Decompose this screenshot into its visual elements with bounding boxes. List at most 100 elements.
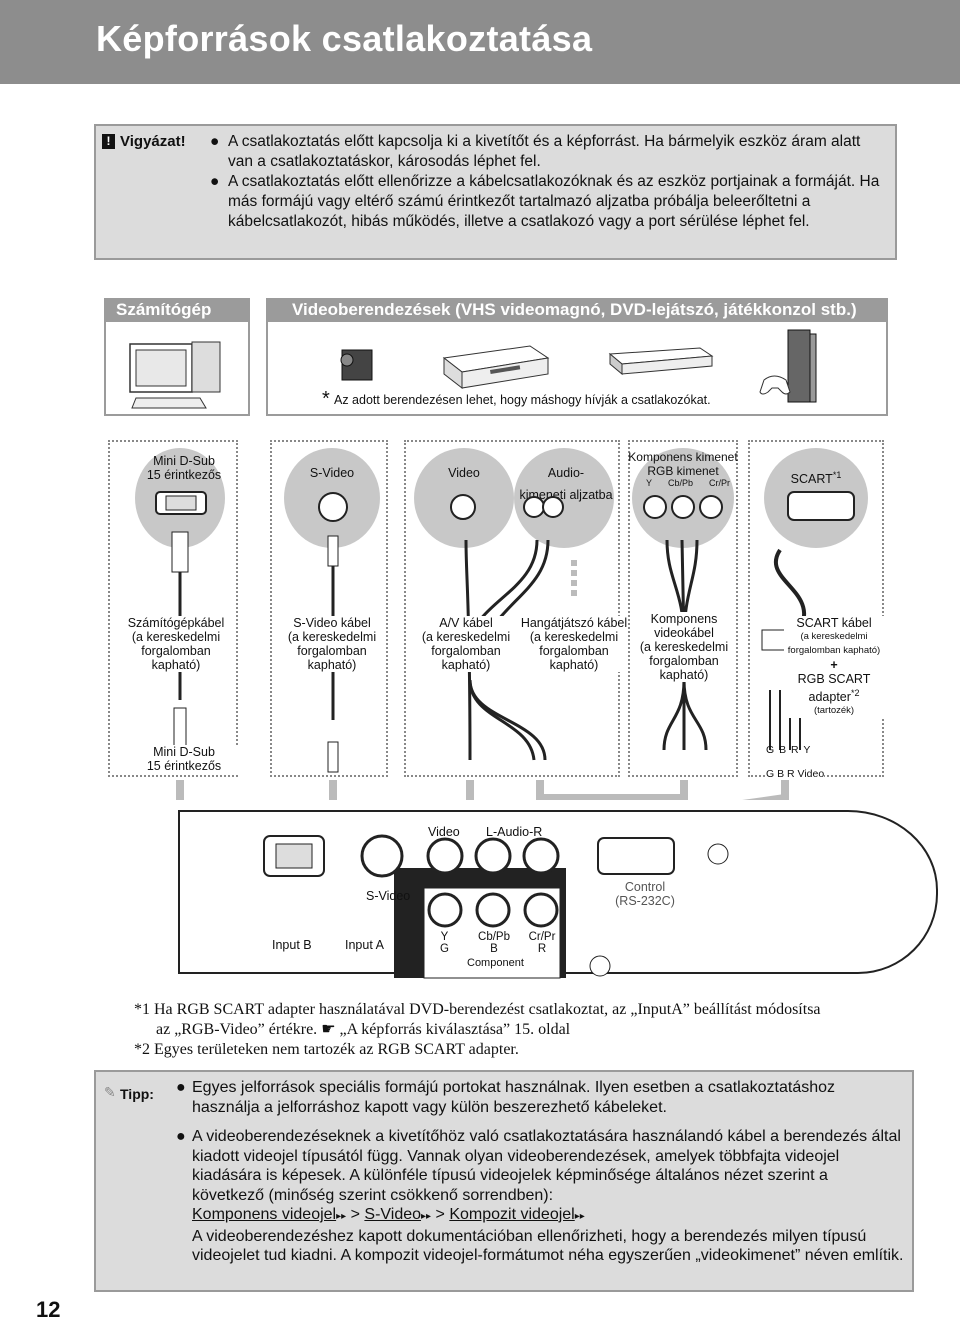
cable-label-line: (a kereskedelmi [287, 630, 377, 644]
port-label-y: Y [646, 478, 653, 488]
page-number: 12 [36, 1297, 61, 1322]
device-illustrations [129, 329, 817, 409]
bullet-icon: ● [176, 1079, 186, 1096]
footnote-1-line-1: *1 Ha RGB SCART adapter használatával DV… [134, 1001, 821, 1018]
port-label-line: RGB kimenet [647, 464, 719, 478]
bullet-icon: ● [210, 133, 220, 150]
cable-label-line: Mini D-Sub [153, 745, 215, 759]
cable-label-audio: Hangátjátszó kábel (a kereskedelmi forga… [520, 616, 628, 672]
cable-label-line: (a kereskedelmi [131, 630, 221, 644]
arrow-icon: ▸▸ [574, 1211, 585, 1222]
asterisk-icon: * [322, 388, 330, 410]
tip-item-2-text-b: A videoberendezéshez kapott dokumentáció… [192, 1227, 904, 1265]
cable-label-line: kapható) [441, 658, 491, 672]
port-label-line: Audio- [547, 466, 585, 480]
cable-label-line: forgalomban kapható) [787, 645, 881, 656]
cable-label-line: forgalomban [141, 644, 211, 658]
panel-label-line: Y [440, 931, 449, 943]
cable-label-line: videokábel [654, 626, 714, 640]
warning-box: ! Vigyázat! ● A csatlakoztatás előtt kap… [94, 124, 897, 260]
port-label-line: 15 érintkezős [146, 468, 222, 482]
cable-label-line: (tartozék) [813, 705, 855, 717]
category-computer: Számítógép [104, 298, 250, 322]
port-label-line: kimeneti aljzatba [519, 488, 613, 502]
vcr-illustration [442, 345, 550, 390]
av-connection-box [404, 440, 620, 777]
panel-label-line: Cb/Pb [478, 931, 510, 943]
cable-label-line: A/V kábel [439, 616, 493, 630]
cable-label-line: kapható) [659, 668, 709, 682]
panel-label-comp-y: Y G [440, 931, 449, 955]
cable-label-line: RGB SCART [797, 672, 871, 686]
tip-item-1: Egyes jelforrások speciális formájú port… [192, 1079, 836, 1116]
cable-label-line: S-Video kábel [293, 616, 371, 630]
cable-label-line: Hangátjátszó kábel [520, 616, 628, 630]
lightbulb-icon: ✎ [104, 1084, 116, 1100]
tip-item-2-text: A videoberendezéseknek a kivetítőhöz val… [192, 1128, 901, 1204]
port-label-component: Komponens kimenet RGB kimenet [626, 450, 740, 478]
warning-label: Vigyázat! [120, 133, 186, 150]
cable-label-line: forgalomban [297, 644, 367, 658]
connector-name-note: Az adott berendezésen lehet, hogy máshog… [334, 393, 711, 407]
panel-label-line: R [537, 943, 547, 955]
cable-label-line: (a kereskedelmi [529, 630, 619, 644]
cable-label-line: kapható) [549, 658, 599, 672]
camcorder-illustration [340, 349, 373, 381]
pointing-hand-icon: ☛ [321, 1021, 336, 1038]
computer-illustration [129, 341, 221, 409]
component-sub-labels: Y Cb/Pb Cr/Pr [646, 478, 730, 488]
footnote-ref: *1 [832, 470, 842, 480]
footnote-1-ref: „A képforrás kiválasztása” 15. oldal [339, 1021, 571, 1038]
tip-label: Tipp: [120, 1086, 154, 1102]
arrow-icon: ▸▸ [336, 1211, 347, 1222]
component-connection-box [628, 440, 738, 777]
scart-plug-labels-bottom: G B R Video [766, 768, 825, 780]
tip-item-2: A videoberendezéseknek a kivetítőhöz val… [192, 1127, 904, 1266]
cable-label-line: (a kereskedelmi [639, 640, 729, 654]
panel-label-line: G [440, 943, 449, 955]
dvd-player-illustration [608, 347, 714, 376]
tip-box: ✎ Tipp: ● Egyes jelforrások speciális fo… [94, 1070, 914, 1292]
warning-item-1: A csatlakoztatás előtt kapcsolja ki a ki… [228, 133, 861, 170]
quality-ranking: Komponens videojel▸▸ > S-Video▸▸ > Kompo… [192, 1205, 904, 1227]
port-label-minidsub: Mini D-Sub 15 érintkezős [124, 454, 244, 482]
panel-label-audio: L-Audio-R [486, 825, 543, 839]
cable-label-line: adapter [808, 690, 851, 705]
cable-label-line: + [830, 658, 838, 672]
port-label-cr: Cr/Pr [709, 478, 730, 488]
warning-icon: ! [102, 134, 115, 149]
rank-separator: > [350, 1206, 360, 1223]
cable-label-line: forgalomban [649, 654, 719, 668]
panel-label-line: B [490, 943, 498, 955]
port-label-cb: Cb/Pb [668, 478, 694, 488]
cable-label-line: (a kereskedelmi [421, 630, 511, 644]
cable-label-line: 15 érintkezős [146, 759, 222, 773]
panel-label-comp-cb: Cb/Pb B [476, 931, 512, 955]
footnote-ref: *2 [850, 688, 860, 698]
cable-label-line: forgalomban [539, 644, 609, 658]
warning-item-2: A csatlakoztatás előtt ellenőrizze a káb… [228, 173, 880, 230]
panel-label-line: Cr/Pr [528, 931, 556, 943]
projector-ports [263, 834, 729, 979]
svideo-connection-box [270, 440, 388, 777]
panel-label-input-b: Input B [272, 938, 312, 952]
video-frame [266, 322, 888, 416]
cable-label-line: Komponens [650, 612, 718, 626]
bullet-icon: ● [176, 1128, 186, 1145]
port-label-audio: Audio- kimeneti aljzatba [514, 466, 618, 502]
bullet-icon: ● [210, 173, 220, 190]
cable-label-line: (a kereskedelmi [800, 631, 868, 642]
cable-label-computer: Számítógépkábel (a kereskedelmi forgalom… [116, 616, 236, 672]
page-header: Képforrások csatlakoztatása [0, 0, 960, 84]
rank-component: Komponens videojel [192, 1206, 337, 1223]
port-label-scart: SCART*1 [764, 468, 868, 486]
panel-label-comp-cr: Cr/Pr R [524, 931, 560, 955]
computer-frame [104, 322, 250, 416]
cable-label-line: SCART kábel [796, 616, 872, 630]
port-label-svideo: S-Video [309, 466, 355, 480]
scart-plug-labels-top: G B R Y [766, 744, 812, 756]
port-label-line: Komponens kimenet [628, 450, 738, 464]
panel-label-line: (RS-232C) [615, 894, 675, 908]
rank-svideo: S-Video [364, 1206, 422, 1223]
cable-label-line: kapható) [307, 658, 357, 672]
